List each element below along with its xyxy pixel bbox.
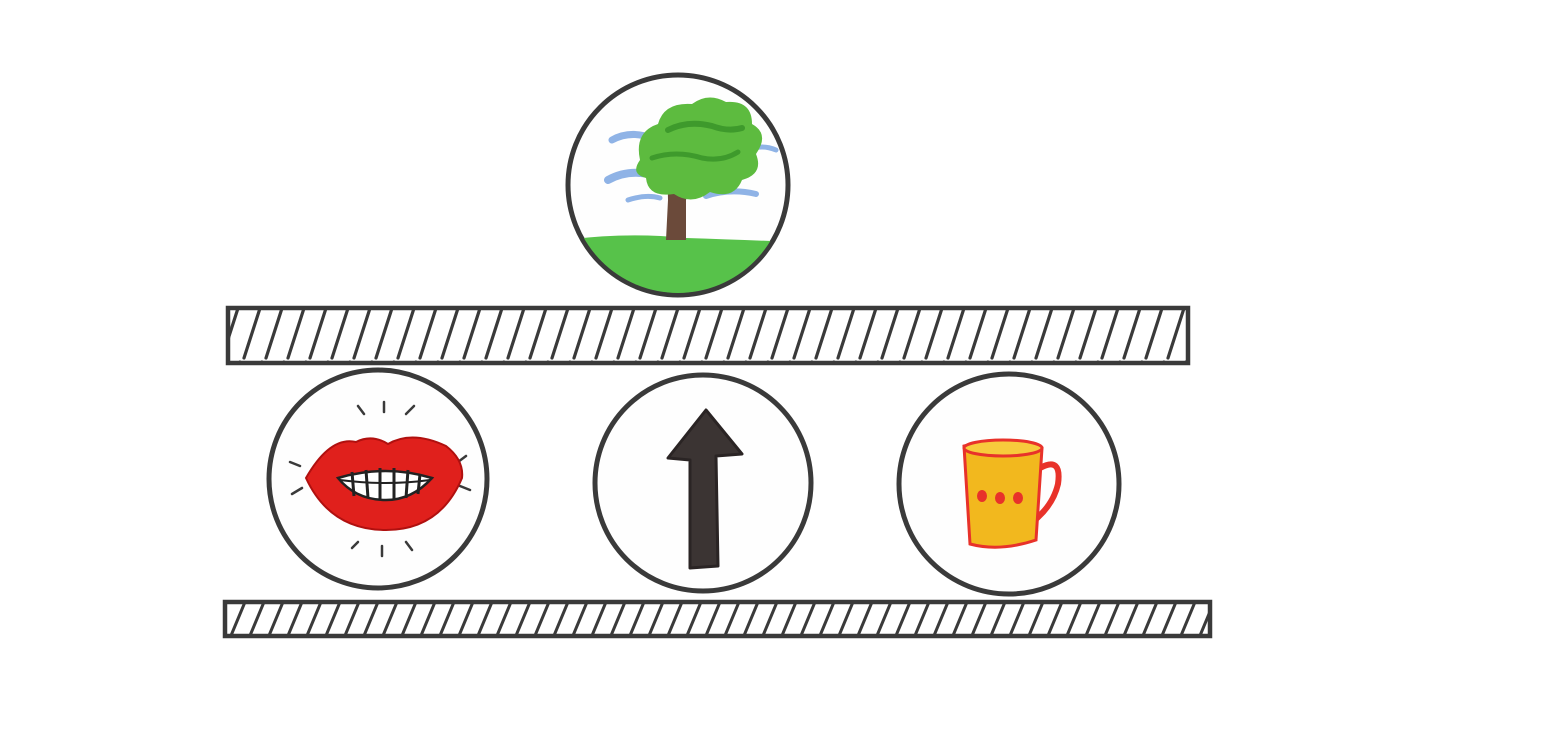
up-arrow-icon (592, 372, 814, 594)
lower-hatched-bar (222, 599, 1213, 639)
upper-hatched-bar (225, 305, 1191, 366)
cup-icon (896, 371, 1122, 597)
mouth-icon (266, 367, 490, 591)
windblown-tree-icon (565, 72, 791, 298)
